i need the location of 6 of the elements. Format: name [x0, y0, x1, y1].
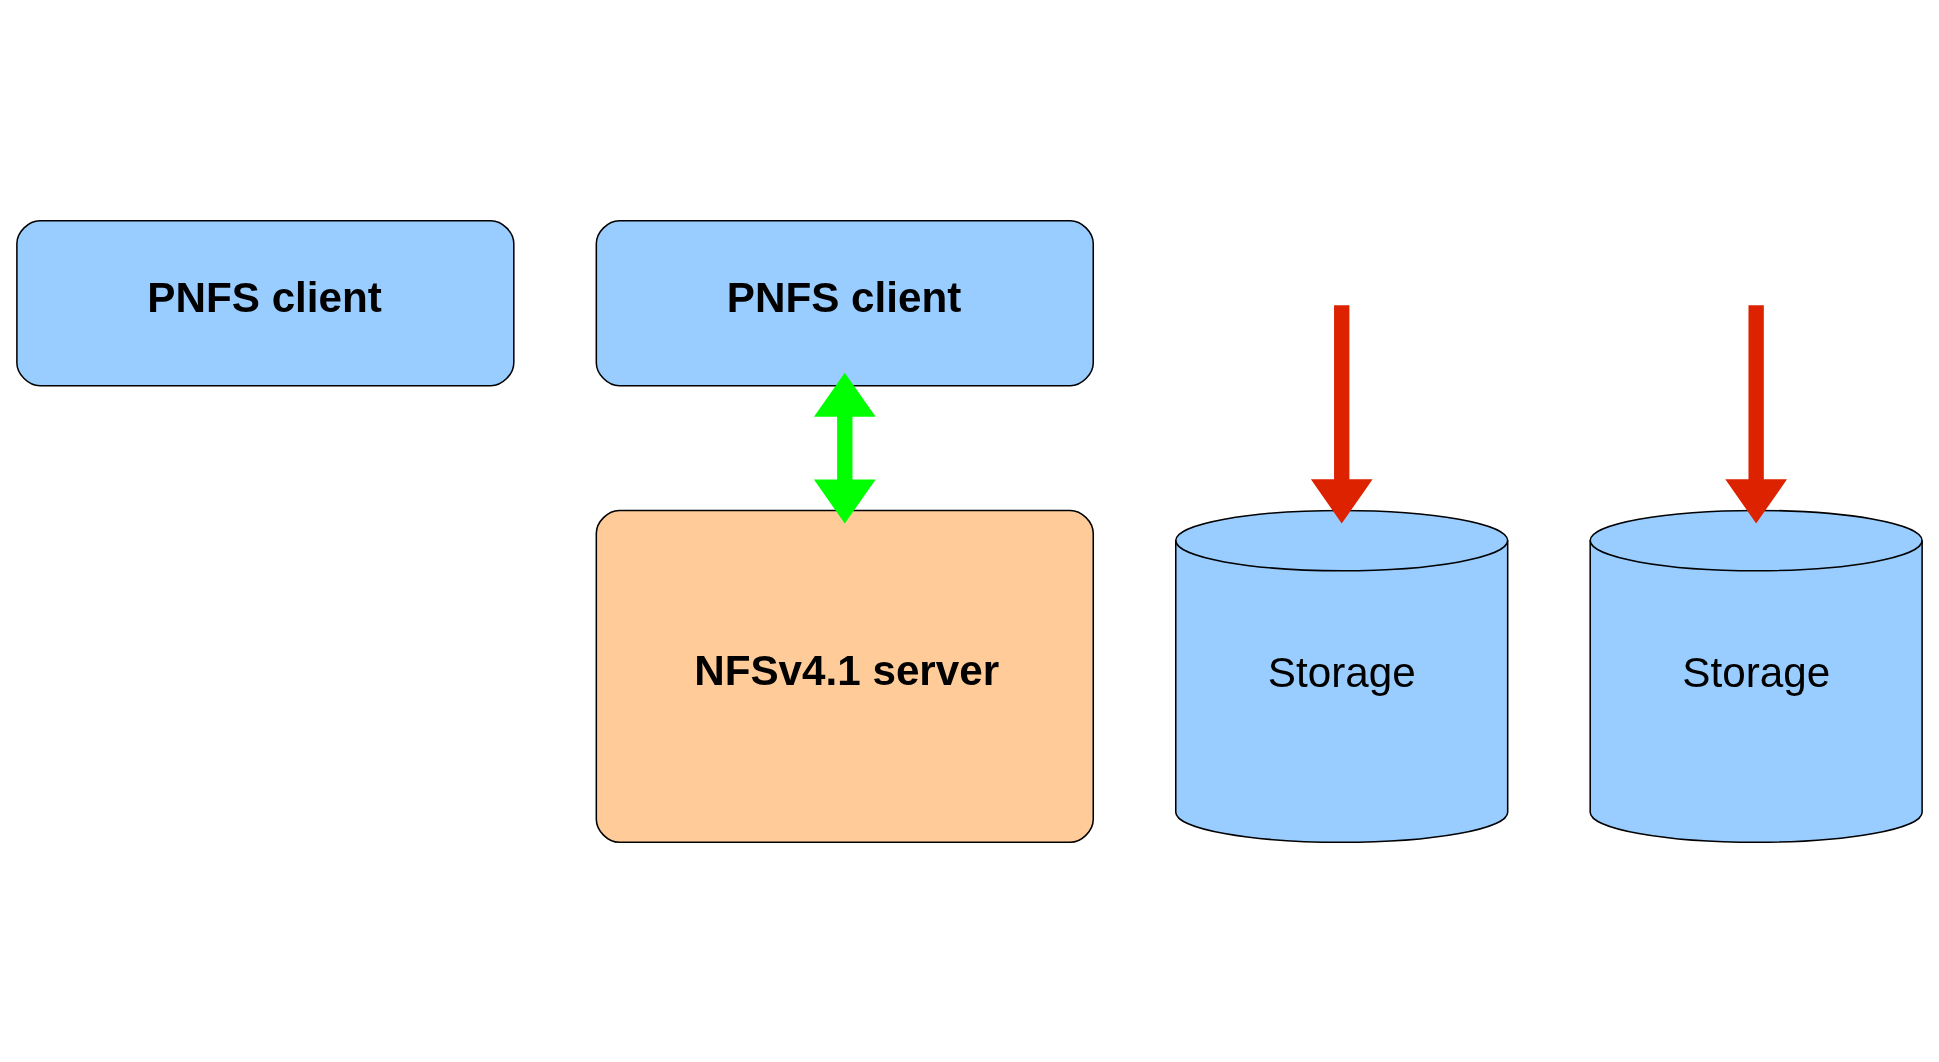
node-box: PNFS client	[16, 219, 515, 386]
node-box: NFSv4.1 server	[595, 509, 1094, 843]
arrow	[1310, 304, 1373, 523]
node-box: PNFS client	[595, 219, 1094, 386]
arrow	[1725, 304, 1787, 523]
arrow	[813, 372, 876, 524]
